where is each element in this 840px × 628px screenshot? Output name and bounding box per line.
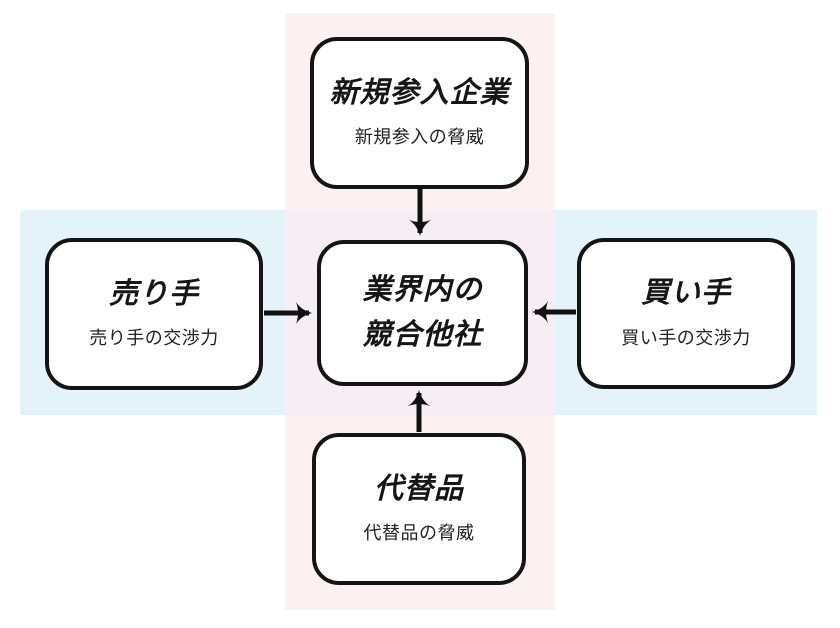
node-industry-rivals: 業界内の 競合他社 [317, 240, 528, 386]
node-buyers: 買い手 買い手の交渉力 [577, 238, 795, 389]
node-title: 新規参入企業 [329, 76, 510, 109]
node-subtitle: 新規参入の脅威 [354, 127, 485, 148]
node-suppliers: 売り手 売り手の交渉力 [45, 238, 263, 390]
node-title: 買い手 [640, 277, 731, 310]
node-new-entrants: 新規参入企業 新規参入の脅威 [310, 37, 529, 189]
node-title-line2: 競合他社 [362, 319, 483, 351]
node-title: 代替品 [373, 472, 464, 505]
node-subtitle: 売り手の交渉力 [89, 328, 219, 349]
node-title: 売り手 [108, 277, 199, 310]
node-title-line1: 業界内の [362, 274, 483, 307]
node-title: 業界内の 競合他社 [362, 268, 482, 358]
node-substitutes: 代替品 代替品の脅威 [312, 433, 526, 585]
node-subtitle: 代替品の脅威 [363, 523, 475, 544]
node-subtitle: 買い手の交渉力 [621, 327, 751, 348]
